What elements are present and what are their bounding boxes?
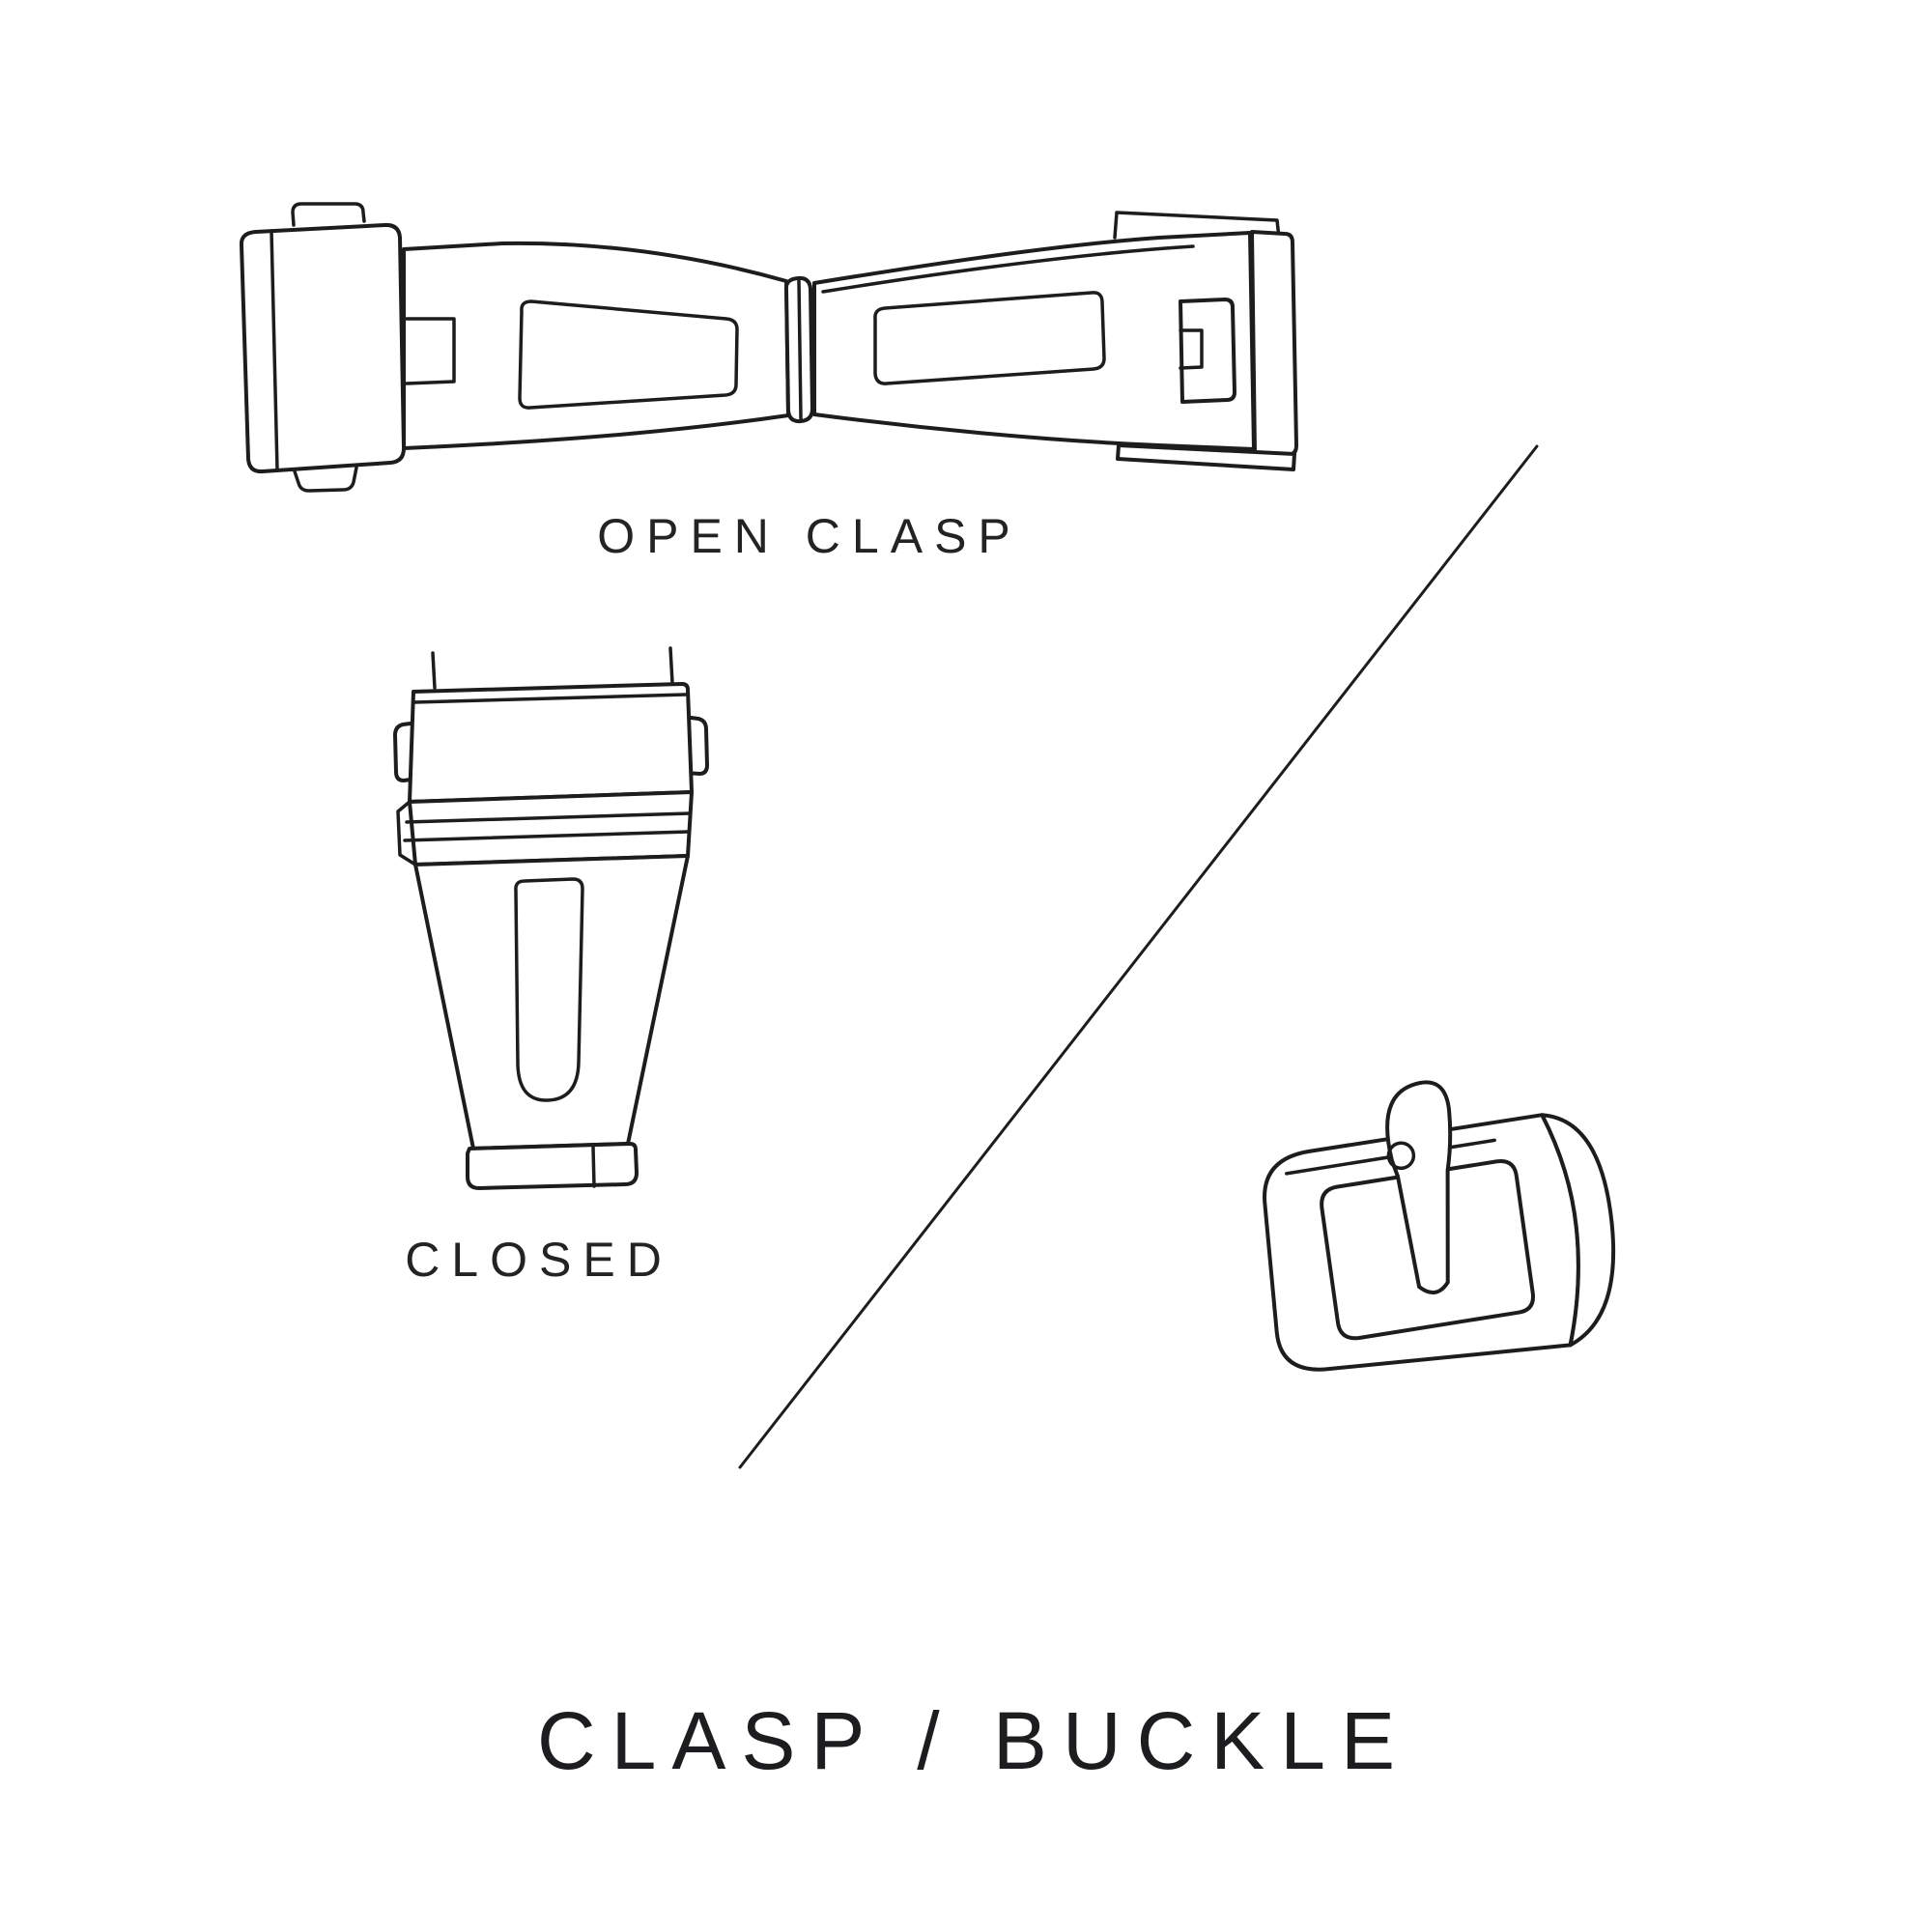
buckle-illustration — [1263, 1080, 1616, 1372]
figure-title: CLASP / BUCKLE — [536, 1695, 1411, 1786]
closed-clasp-illustration — [393, 646, 709, 1190]
open-clasp-illustration — [239, 202, 1298, 493]
divider-line — [738, 444, 1539, 1469]
open-clasp-caption: OPEN CLASP — [597, 509, 1022, 563]
closed-clasp-caption: CLOSED — [405, 1233, 673, 1287]
